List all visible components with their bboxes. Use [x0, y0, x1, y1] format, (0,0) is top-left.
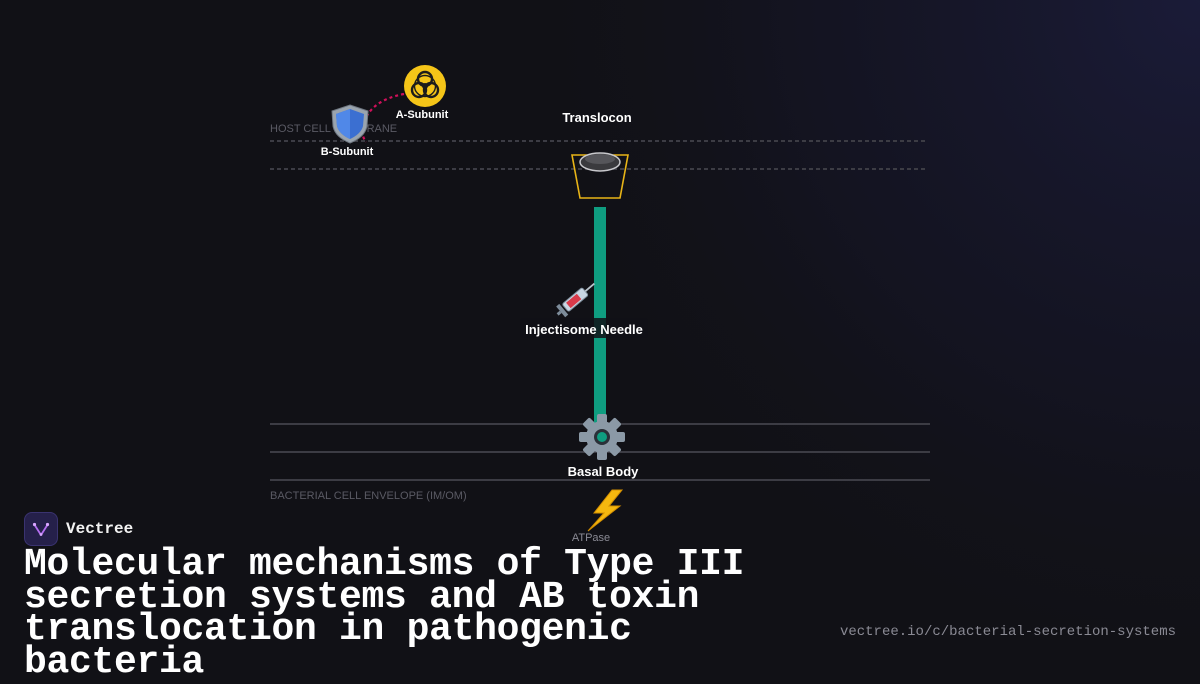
basal-body: Basal Body [568, 414, 640, 479]
bacterial-envelope-label: BACTERIAL CELL ENVELOPE (IM/OM) [270, 490, 467, 502]
needle-label: Injectisome Needle [525, 322, 643, 337]
injectisome-needle-shaft [594, 207, 606, 425]
translocon-label: Translocon [562, 110, 631, 125]
b-subunit-label: B-Subunit [321, 146, 374, 158]
page-title: Molecular mechanisms of Type III secreti… [24, 543, 745, 684]
b-subunit: B-Subunit [321, 104, 374, 158]
biohazard-icon [404, 65, 446, 107]
syringe-icon [556, 282, 595, 318]
atpase-label: ATPase [572, 532, 610, 544]
source-url: vectree.io/c/bacterial-secretion-systems [839, 624, 1176, 640]
brand: Vectree [24, 512, 133, 546]
translocon: Translocon [562, 110, 632, 199]
vectree-v-logo-icon [24, 512, 58, 546]
a-subunit: A-Subunit [396, 65, 449, 121]
needle-label-backdrop [520, 318, 648, 338]
lightning-icon [587, 489, 624, 532]
a-subunit-label: A-Subunit [396, 109, 449, 121]
shield-icon [331, 104, 369, 144]
translocon-disc-top [585, 154, 615, 164]
toxin-entry-path [361, 92, 405, 143]
gear-icon [579, 414, 625, 460]
atpase: ATPase [572, 489, 624, 544]
brand-name: Vectree [66, 520, 134, 538]
injectisome-needle: Injectisome Needle [520, 282, 648, 338]
basal-body-label: Basal Body [568, 464, 640, 479]
